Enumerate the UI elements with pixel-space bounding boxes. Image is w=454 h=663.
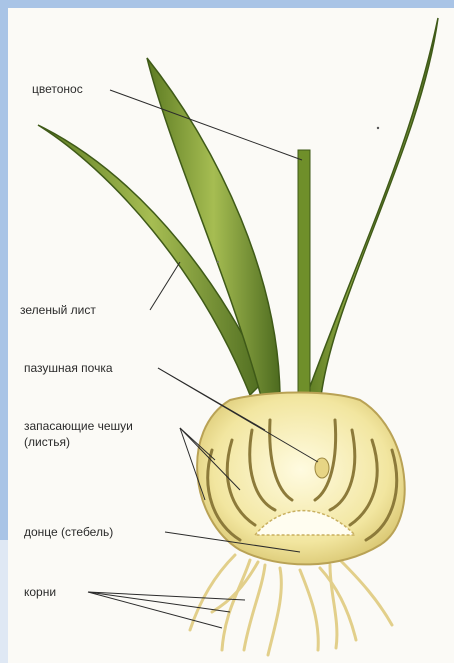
label-storage-scales-note: (листья)	[24, 435, 70, 449]
label-bulb-bottom: донце (стебель)	[24, 525, 113, 539]
roots	[190, 555, 392, 655]
speck	[377, 127, 379, 129]
right-leaf	[305, 18, 438, 405]
label-axillary-bud: пазушная почка	[24, 361, 113, 375]
label-roots: корни	[24, 585, 56, 599]
label-green-leaf: зеленый лист	[20, 303, 96, 317]
label-storage-scales: запасающие чешуи	[24, 419, 133, 433]
label-flower-stalk: цветонос	[32, 82, 83, 96]
speck	[217, 261, 219, 263]
